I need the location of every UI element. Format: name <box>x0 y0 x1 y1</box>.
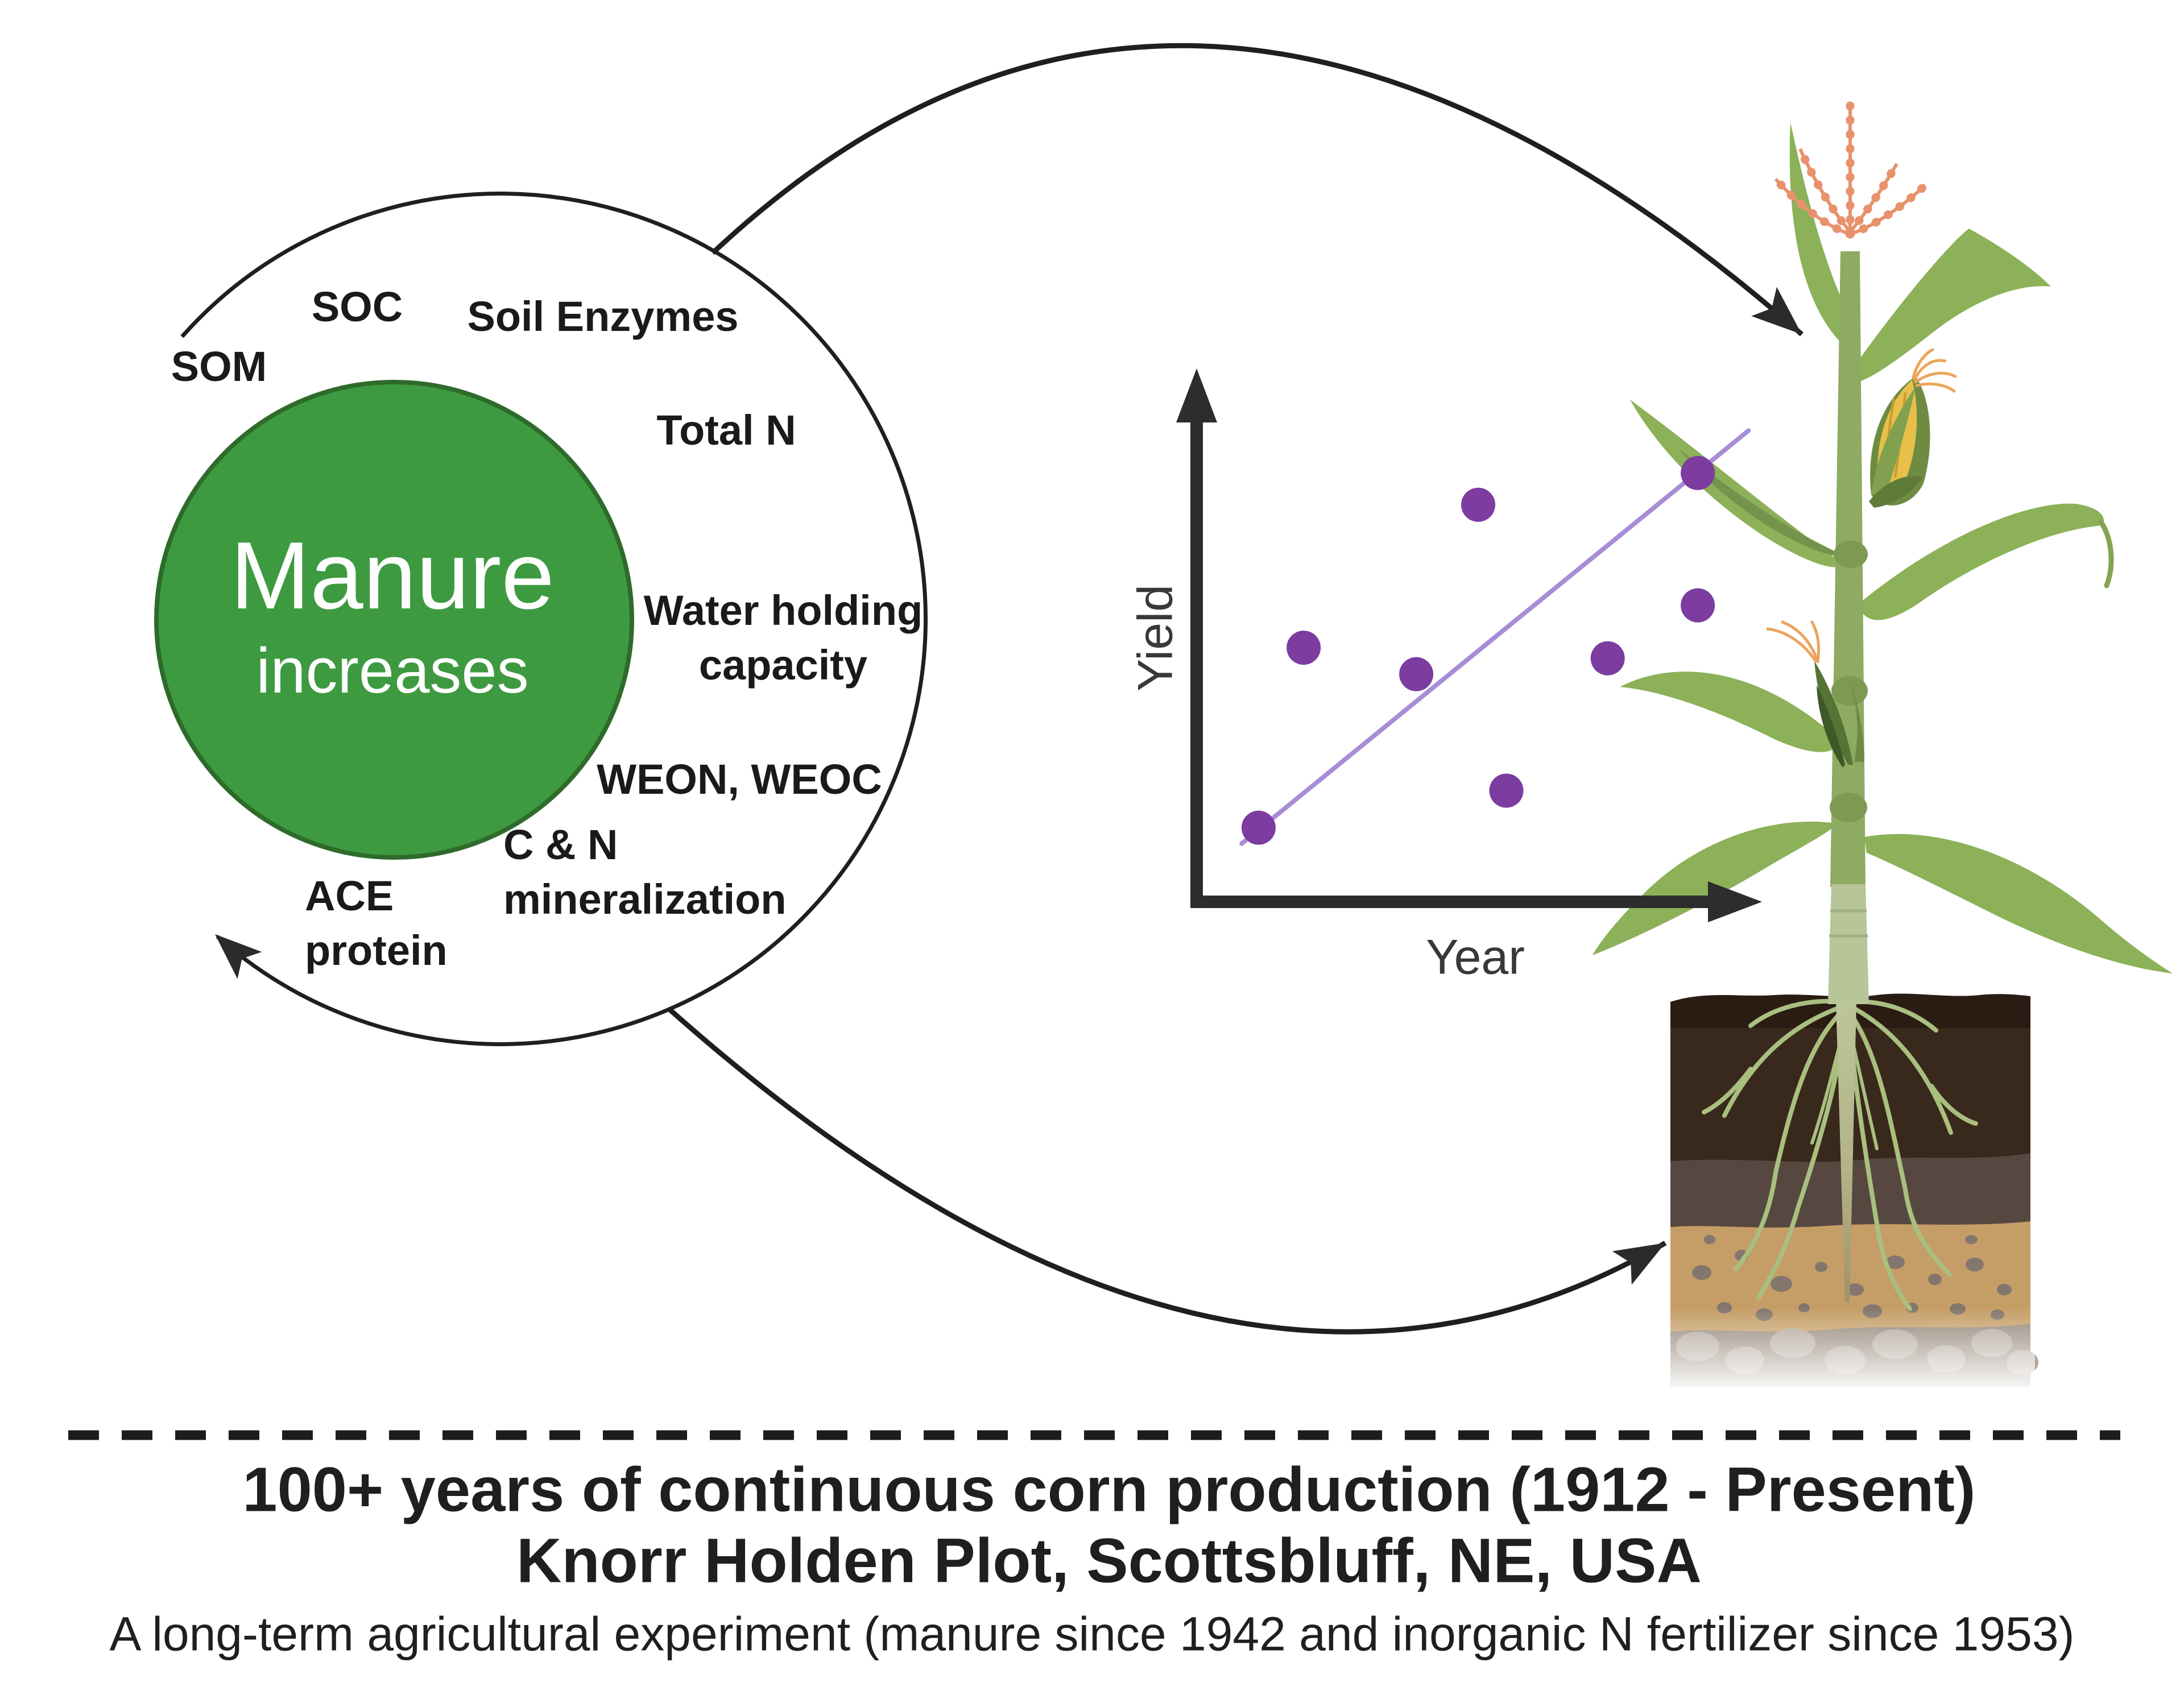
stem-base <box>1828 884 1869 1004</box>
plant-arrowhead-icon <box>1751 287 1802 334</box>
data-point <box>1241 810 1276 845</box>
y-axis-label: Yield <box>1128 584 1183 692</box>
data-point <box>1461 487 1495 522</box>
footer-subtitle: A long-term agricultural experiment (man… <box>109 1607 2075 1661</box>
yield-year-chart <box>1176 368 1762 922</box>
manure-circle-subtitle: increases <box>256 635 529 706</box>
leaf-top-left <box>1789 122 1852 347</box>
cycle-arc <box>180 191 928 1046</box>
corn-silk-icon <box>1912 348 1957 393</box>
leaf-upper-right <box>1854 229 2051 382</box>
stem-base-rings <box>1829 909 1868 938</box>
cycle-arrowhead-icon <box>215 934 262 979</box>
label-cn-mineralization: C & N mineralization <box>503 821 787 923</box>
soil-fade <box>1666 1308 2035 1393</box>
x-axis-arrowhead-icon <box>1708 881 1762 922</box>
trend-line <box>1239 428 1751 846</box>
tassel-icon <box>1771 101 1930 239</box>
soil-layer-sand <box>1670 1221 2030 1333</box>
data-point <box>1489 773 1524 808</box>
chart-axes <box>1190 420 1713 908</box>
leaf-bottom-right <box>1864 834 2173 973</box>
scatter-dots <box>1241 455 1715 845</box>
label-soil-enzymes: Soil Enzymes <box>467 293 739 340</box>
label-weon-weoc: WEON, WEOC <box>597 756 882 803</box>
leaf-mid-right <box>1859 503 2104 620</box>
data-point <box>1399 657 1434 691</box>
data-point <box>1681 455 1715 490</box>
leaf-mid-left <box>1630 400 1844 567</box>
data-point <box>1681 588 1715 623</box>
y-axis-arrowhead-icon <box>1176 368 1217 422</box>
x-axis-label: Year <box>1426 930 1525 985</box>
manure-circle <box>154 380 634 860</box>
leaf-wisp-tip <box>2098 519 2114 589</box>
soil-arrowhead-icon <box>1612 1243 1665 1285</box>
corn-stem <box>1830 251 1866 887</box>
data-point <box>1287 631 1321 665</box>
leaf-lower-left <box>1620 672 1839 752</box>
label-water-holding: Water holding capacity <box>643 587 923 689</box>
manure-circle-title: Manure <box>230 522 555 629</box>
label-som: SOM <box>171 343 267 390</box>
arrow-to-plant <box>710 43 1804 337</box>
data-point <box>1590 641 1625 675</box>
corn-taproot <box>1836 1002 1856 1302</box>
corn-ear-icon <box>1869 348 1957 508</box>
label-ace-protein: ACE protein <box>305 872 448 974</box>
label-total-n: Total N <box>656 407 796 454</box>
footer-title-line1: 100+ years of continuous corn production… <box>242 1454 1976 1525</box>
manure-benefits-cycle <box>154 43 1804 1335</box>
footer-title-line2: Knorr Holden Plot, Scottsbluff, NE, USA <box>516 1526 1702 1596</box>
arrow-to-soil <box>668 1007 1667 1335</box>
corn-plant-illustration <box>1592 101 2173 1004</box>
young-ear-icon <box>1766 620 1864 768</box>
stem-nodes <box>1830 541 1868 822</box>
label-soc: SOC <box>311 283 403 330</box>
